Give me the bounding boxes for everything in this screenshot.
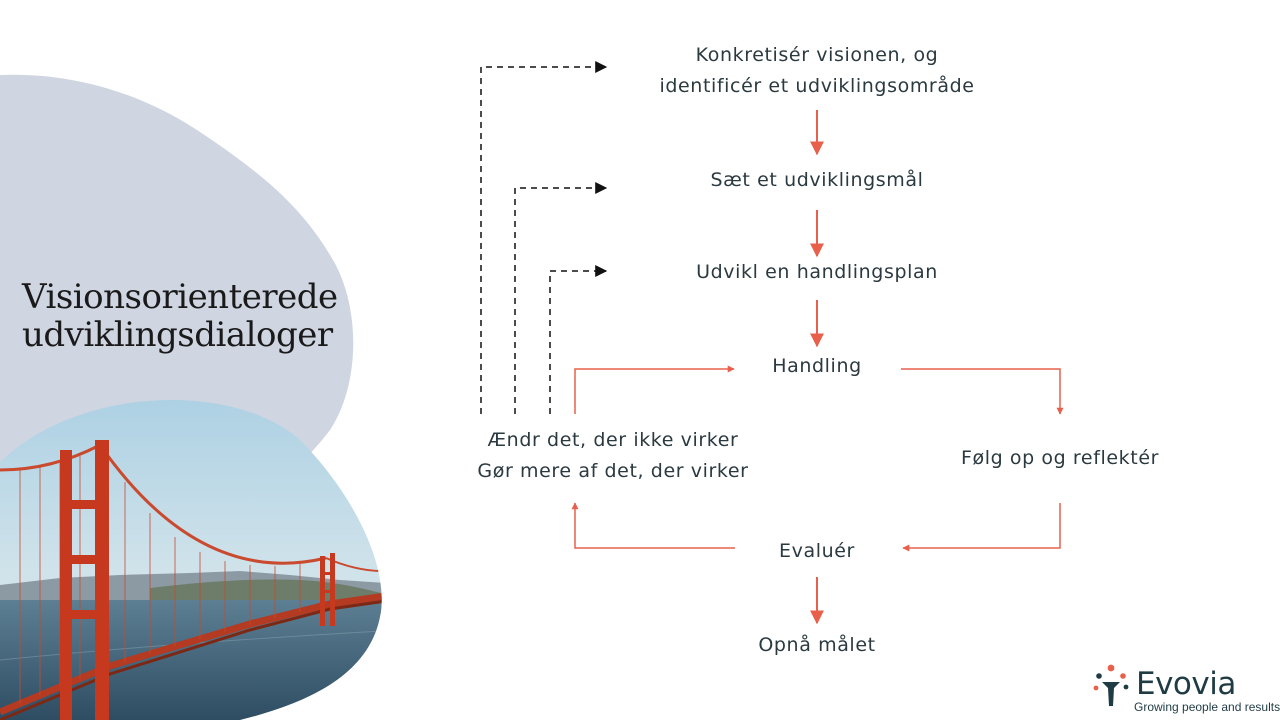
- dashed-arrow-to-goal: [514, 182, 608, 414]
- arrow-evaluate-to-adjust: [571, 502, 735, 549]
- step-action-plan: Udvikl en handlingsplan: [696, 261, 938, 283]
- step-evaluate: Evaluér: [779, 540, 855, 562]
- step-set-goal: Sæt et udviklingsmål: [710, 169, 924, 191]
- arrow-action-to-followup: [901, 368, 1064, 415]
- title-line-2: udviklingsdialoger: [22, 315, 333, 355]
- arrow-adjust-to-action: [574, 365, 735, 414]
- slide-title: Visionsorienterede udviklingsdialoger: [22, 278, 338, 354]
- step-achieve-goal: Opnå målet: [758, 634, 876, 656]
- step-concretize-line-2: identificér et udviklingsområde: [659, 75, 975, 97]
- dashed-arrow-to-plan: [549, 265, 608, 414]
- step-follow-up: Følg op og reflektér: [960, 447, 1160, 469]
- evovia-logo: Evovia Growing people and results: [1092, 662, 1280, 718]
- logo-wordmark: Evovia: [1136, 666, 1236, 702]
- step-adjust-line-1: Ændr det, der ikke virker: [487, 429, 739, 451]
- step-adjust: Ændr det, der ikke virker Gør mere af de…: [428, 425, 798, 487]
- step-concretize-vision: Konkretisér visionen, og identificér et …: [617, 40, 1017, 102]
- people-icon: [1093, 664, 1129, 706]
- step-concretize-line-1: Konkretisér visionen, og: [695, 44, 939, 66]
- step-action: Handling: [772, 355, 862, 377]
- dashed-arrow-to-concretize: [480, 61, 608, 414]
- step-adjust-line-2: Gør mere af det, der virker: [477, 460, 749, 482]
- logo-tagline: Growing people and results: [1134, 700, 1280, 714]
- arrow-followup-to-evaluate: [902, 503, 1061, 552]
- title-line-1: Visionsorienterede: [22, 277, 338, 317]
- bridge-photo: [0, 399, 382, 720]
